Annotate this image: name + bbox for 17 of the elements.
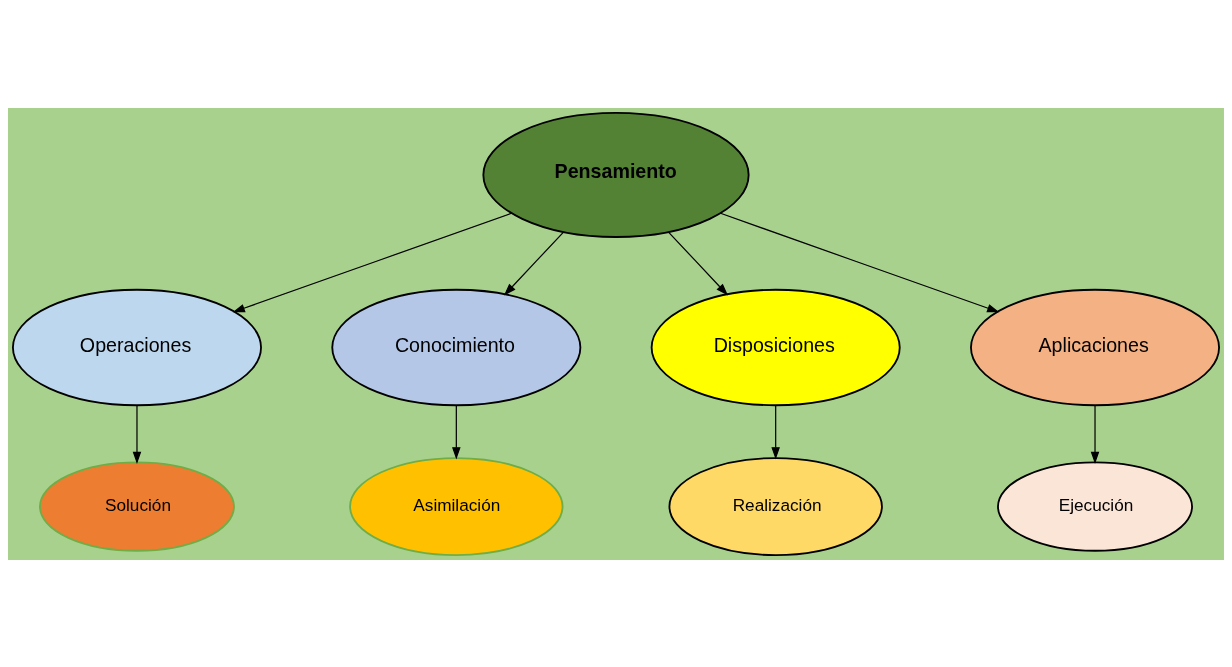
arrow — [132, 404, 142, 464]
node-ellipse: Realización — [668, 456, 883, 556]
node-ellipse: Solución — [39, 460, 235, 552]
node-ellipse: Pensamiento — [482, 111, 750, 238]
node-ellipse: Aplicaciones — [970, 288, 1220, 406]
arrow — [1090, 404, 1100, 464]
arrow — [668, 231, 729, 296]
arrow — [232, 212, 513, 312]
node-ellipse: Operaciones — [12, 288, 262, 406]
arrow — [452, 404, 461, 460]
node-ellipse: Conocimiento — [331, 288, 582, 406]
node-ellipse: Disposiciones — [650, 288, 901, 406]
arrow — [503, 231, 564, 296]
node-ellipse: Ejecución — [997, 460, 1193, 552]
node-ellipse: Asimilación — [349, 456, 564, 556]
arrow — [719, 212, 1000, 312]
arrow — [771, 404, 780, 460]
